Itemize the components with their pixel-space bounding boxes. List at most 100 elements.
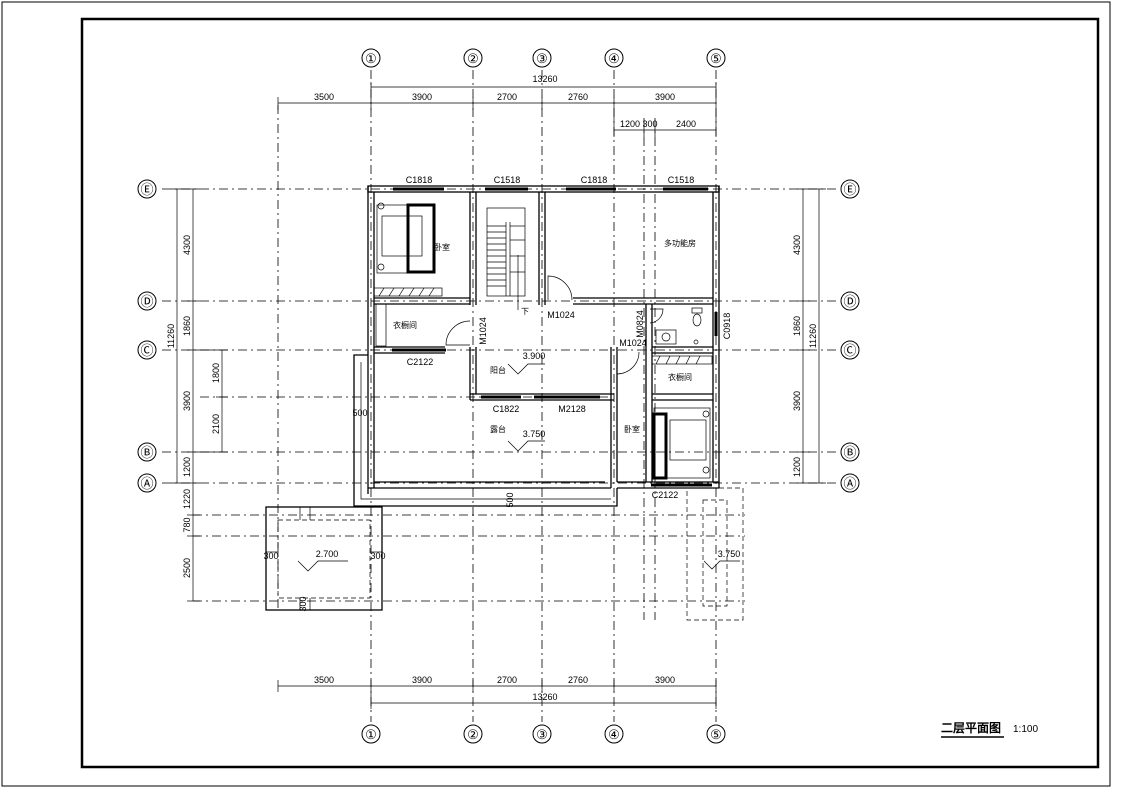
axis-label-row-d: Ⓓ [140,294,153,309]
level-marks [297,363,740,572]
dim-small-500-a: 500 [352,408,367,418]
dim-top-sub-3: 2400 [676,119,696,129]
window-label-c1518-b: C1518 [668,175,695,185]
axis-label-col-2-bottom: ② [467,727,479,742]
axis-label-row-c-right: Ⓒ [843,343,856,358]
axis-label-col-1: ① [365,51,377,66]
level-balcony: 3.900 [523,351,546,361]
toilet-icon [655,307,703,345]
dim-left-lower-1: 1220 [182,489,192,509]
dim-top-2: 3900 [412,92,432,102]
dim-left-1: 4300 [182,235,192,255]
dim-small-300-b: 300 [370,551,385,561]
door-label-m1024-b: M1024 [478,317,488,345]
room-label-balcony: 阳台 [490,365,506,375]
room-label-bedroom-a: 卧室 [434,242,450,252]
dim-bottom-4: 2760 [568,675,588,685]
stairwell [486,207,526,310]
axis-label-col-3: ③ [536,51,548,66]
drawing-title: 二层平面图 [941,721,1001,735]
axis-label-col-5-bottom: ⑤ [710,727,722,742]
level-roof-left: 2.700 [316,549,339,559]
dim-small-300-c: 300 [298,596,308,611]
window-label-c1818-a: C1818 [406,175,433,185]
column-axis-bubbles: ① ② ③ ④ ⑤ ① ② ③ ④ ⑤ [361,48,726,744]
roof-box-left [265,506,383,611]
room-label-closet-a: 衣橱间 [393,320,417,330]
axis-label-row-e: Ⓔ [140,182,153,197]
dim-left-inner-2: 2100 [211,414,221,434]
sheet-outer-border [1,1,1111,787]
dim-left-lower-2: 780 [182,517,192,532]
axis-label-col-2: ② [467,51,479,66]
door-label-m1024-c: M1024 [619,338,647,348]
dim-top-5: 3900 [655,92,675,102]
dim-left-inner-1: 1800 [211,363,221,383]
axis-label-col-4: ④ [608,51,620,66]
room-label-closet-b: 衣橱间 [668,372,692,382]
room-label-terrace: 露台 [490,424,506,434]
axis-label-col-3-bottom: ③ [536,727,548,742]
dim-top-4: 2760 [568,92,588,102]
dim-right-total: 11260 [808,324,818,348]
dim-top-1: 3500 [314,92,334,102]
drawing-scale: 1:100 [1013,724,1038,735]
window-label-c1518-a: C1518 [494,175,521,185]
axis-label-row-b-right: Ⓑ [843,445,856,460]
dim-top-3: 2700 [497,92,517,102]
left-dimensions [171,188,228,602]
axis-label-col-5: ⑤ [710,51,722,66]
bed-icon-bedroom-b [652,407,711,480]
dim-right-3: 3900 [792,391,802,411]
window-label-c2122-b: C2122 [652,490,679,500]
dim-right-1: 4300 [792,235,802,255]
window-label-c1818-b: C1818 [581,175,608,185]
door-label-m2128: M2128 [558,404,586,414]
axis-label-col-1-bottom: ① [365,727,377,742]
bed-icon-bedroom-a [376,202,436,274]
dim-bottom-3: 2700 [497,675,517,685]
door-label-m0824: M0824 [635,310,645,338]
axis-label-col-4-bottom: ④ [608,727,620,742]
axis-label-row-c: Ⓒ [140,343,153,358]
dim-left-lower-3: 2500 [182,558,192,578]
axis-label-row-b: Ⓑ [140,445,153,460]
dim-right-4: 1200 [792,457,802,477]
door-label-m1024-a: M1024 [547,310,575,320]
room-label-multi: 多功能房 [664,238,696,248]
dim-small-300-a: 300 [263,551,278,561]
window-label-c0918: C0918 [722,313,732,340]
dim-bottom-2: 3900 [412,675,432,685]
window-marks [392,187,718,487]
level-roof-right: 3.750 [718,549,741,559]
dim-left-4: 1200 [182,457,192,477]
stair-down-label: 下 [521,307,529,316]
door-swings [445,275,664,375]
axis-label-row-a-right: Ⓐ [843,476,856,491]
axis-label-row-d-right: Ⓓ [843,294,856,309]
roof-box-right [686,487,744,621]
dim-bottom-1: 3500 [314,675,334,685]
dim-bottom-5: 3900 [655,675,675,685]
window-label-c2122-a: C2122 [407,357,434,367]
axis-label-row-a: Ⓐ [140,476,153,491]
axis-label-row-e-right: Ⓔ [843,182,856,197]
bottom-dimensions [277,680,717,709]
wardrobe-icon [373,287,713,365]
dim-top-sub-2: 300 [642,119,657,129]
top-dimensions [277,82,717,137]
row-axis-bubbles: Ⓔ Ⓓ Ⓒ Ⓑ Ⓐ Ⓔ Ⓓ Ⓒ Ⓑ Ⓐ [137,179,860,493]
level-terrace: 3.750 [523,429,546,439]
dim-small-500-b: 500 [505,492,515,507]
dim-bottom-total: 13260 [532,692,557,702]
dim-left-total: 11260 [166,324,176,348]
dim-right-2: 1860 [792,316,802,336]
window-label-c1822: C1822 [493,404,520,414]
dim-left-2: 1860 [182,316,192,336]
dim-top-sub-1: 1200 [620,119,640,129]
right-dimensions [797,188,826,484]
dim-left-3: 3900 [182,391,192,411]
room-label-bedroom-b: 卧室 [624,424,640,434]
dim-top-total: 13260 [532,74,557,84]
